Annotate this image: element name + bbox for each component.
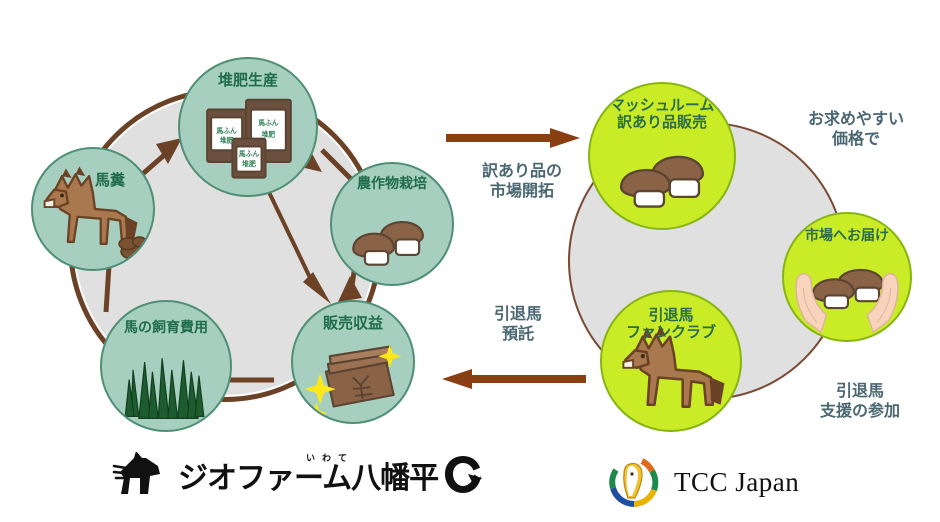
hands-mushroom-icon (795, 268, 899, 334)
tcc-japan-logo: TCC Japan (608, 456, 799, 508)
tcc-horse-ring-icon (609, 458, 659, 507)
manure-pile (118, 236, 147, 261)
node-market-delivery[interactable]: 市場へお届け (782, 212, 912, 342)
geo-farm-logo: ジオファーム八幡平 (112, 452, 486, 498)
horse-head-icon (112, 452, 160, 494)
bridge-label-top: 訳あり品の 市場開拓 (481, 163, 562, 200)
geo-farm-mark-icon (445, 456, 485, 493)
bridge-arrow-bottom (442, 369, 586, 389)
svg-text:馬ふん: 馬ふん (239, 149, 260, 158)
svg-text:堆肥: 堆肥 (220, 136, 234, 145)
node-sales-revenue[interactable]: 販売収益 (291, 300, 415, 424)
tcc-japan-logo-text: TCC Japan (674, 466, 800, 497)
svg-text:堆肥: 堆肥 (262, 130, 276, 139)
node-fanclub[interactable]: 引退馬 ファンクラブ (600, 290, 742, 432)
svg-text:堆肥: 堆肥 (242, 159, 256, 168)
bridge-label-bottom: 引退馬 預託 (493, 306, 542, 343)
geo-farm-furigana: いわて (306, 453, 355, 463)
mushroom-icon (619, 155, 705, 208)
horse-icon (622, 325, 725, 408)
side-note-support: 引退馬 支援の参加 (819, 383, 900, 420)
sparkle-icon (304, 344, 402, 422)
grass-icon (124, 358, 205, 419)
inner-diagonal-arrow (265, 187, 331, 304)
mushroom-icon (352, 221, 425, 266)
node-rearing-cost[interactable]: 馬の飼育費用 (100, 300, 232, 432)
node-mushroom-sale[interactable]: マッシュルーム 訳あり品販売 (588, 82, 736, 230)
bridge-arrow-top (446, 128, 580, 148)
geo-farm-logo-text: ジオファーム八幡平 (178, 462, 439, 495)
node-compost-production[interactable]: 堆肥生産 馬ふん堆肥 馬ふん堆肥 馬ふん堆肥 (178, 57, 318, 197)
side-note-price: お求めやすい 価格で (807, 111, 904, 148)
svg-text:馬ふん: 馬ふん (258, 118, 279, 127)
money-icon (304, 344, 402, 422)
node-horse-manure[interactable]: 馬糞 (31, 147, 155, 271)
node-crop-cultivation[interactable]: 農作物栽培 (330, 162, 454, 286)
horse-icon (43, 166, 147, 261)
svg-text:馬ふん: 馬ふん (216, 126, 237, 135)
